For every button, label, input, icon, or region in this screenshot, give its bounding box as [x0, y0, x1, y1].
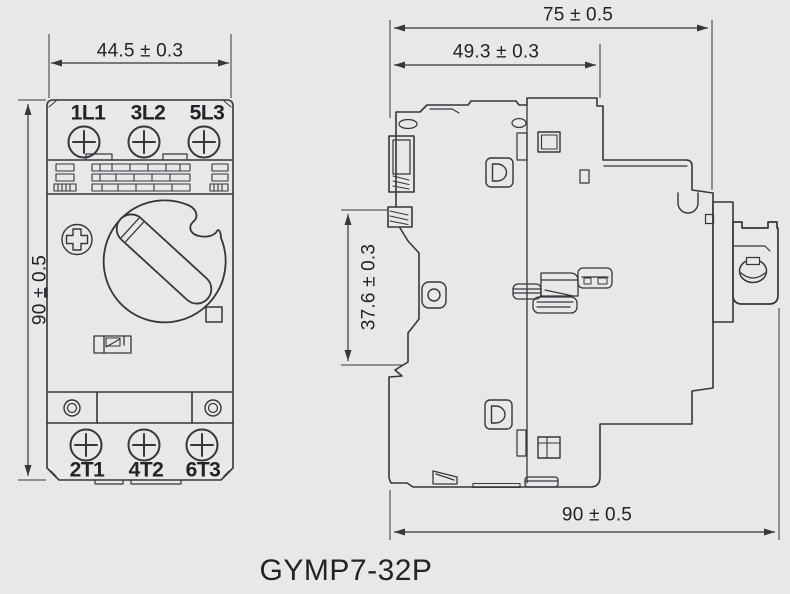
rating-label-stripes	[53, 163, 229, 192]
bottom-terminal-screws	[69, 428, 219, 462]
model-caption: GYMP7-32P	[259, 554, 433, 587]
bottom-clips	[432, 470, 559, 489]
phillips-screw-icon	[61, 223, 93, 256]
knob-index-window	[205, 306, 223, 323]
top-terminal-screws	[67, 125, 221, 159]
rotary-knob[interactable]	[102, 199, 227, 324]
trip-indicator-window	[93, 335, 132, 354]
dimension-annotations	[18, 20, 780, 540]
terminal-label-5l3: 5L3	[189, 101, 225, 125]
terminal-label-2t1: 2T1	[69, 458, 105, 482]
dim-side-body-label: 49.3 ± 0.3	[452, 41, 540, 63]
terminal-label-4t2: 4T2	[128, 458, 164, 482]
side-view	[387, 97, 779, 489]
lower-band	[63, 391, 222, 424]
dim-side-depth-label: 90 ± 0.5	[561, 504, 633, 526]
rotary-knob-side	[704, 201, 779, 323]
dim-side-total-label: 75 ± 0.5	[542, 4, 614, 26]
din-spring-clip[interactable]	[387, 206, 413, 228]
dim-side-rail-label: 37.6 ± 0.3	[358, 243, 380, 331]
trip-latch-cluster	[512, 267, 613, 314]
side-profile-outline	[388, 97, 714, 488]
terminal-label-3l2: 3L2	[130, 101, 166, 125]
knob-handle	[115, 213, 213, 305]
terminal-label-1l1: 1L1	[70, 101, 106, 125]
front-view	[45, 99, 234, 485]
side-molding-details	[421, 131, 590, 459]
terminal-label-6t3: 6T3	[185, 458, 221, 482]
dim-front-height-label: 90 ± 0.5	[29, 254, 51, 326]
dim-front-width-label: 44.5 ± 0.3	[96, 40, 184, 62]
knob-pointer-mark	[120, 217, 144, 243]
din-rail-slot	[388, 135, 415, 193]
